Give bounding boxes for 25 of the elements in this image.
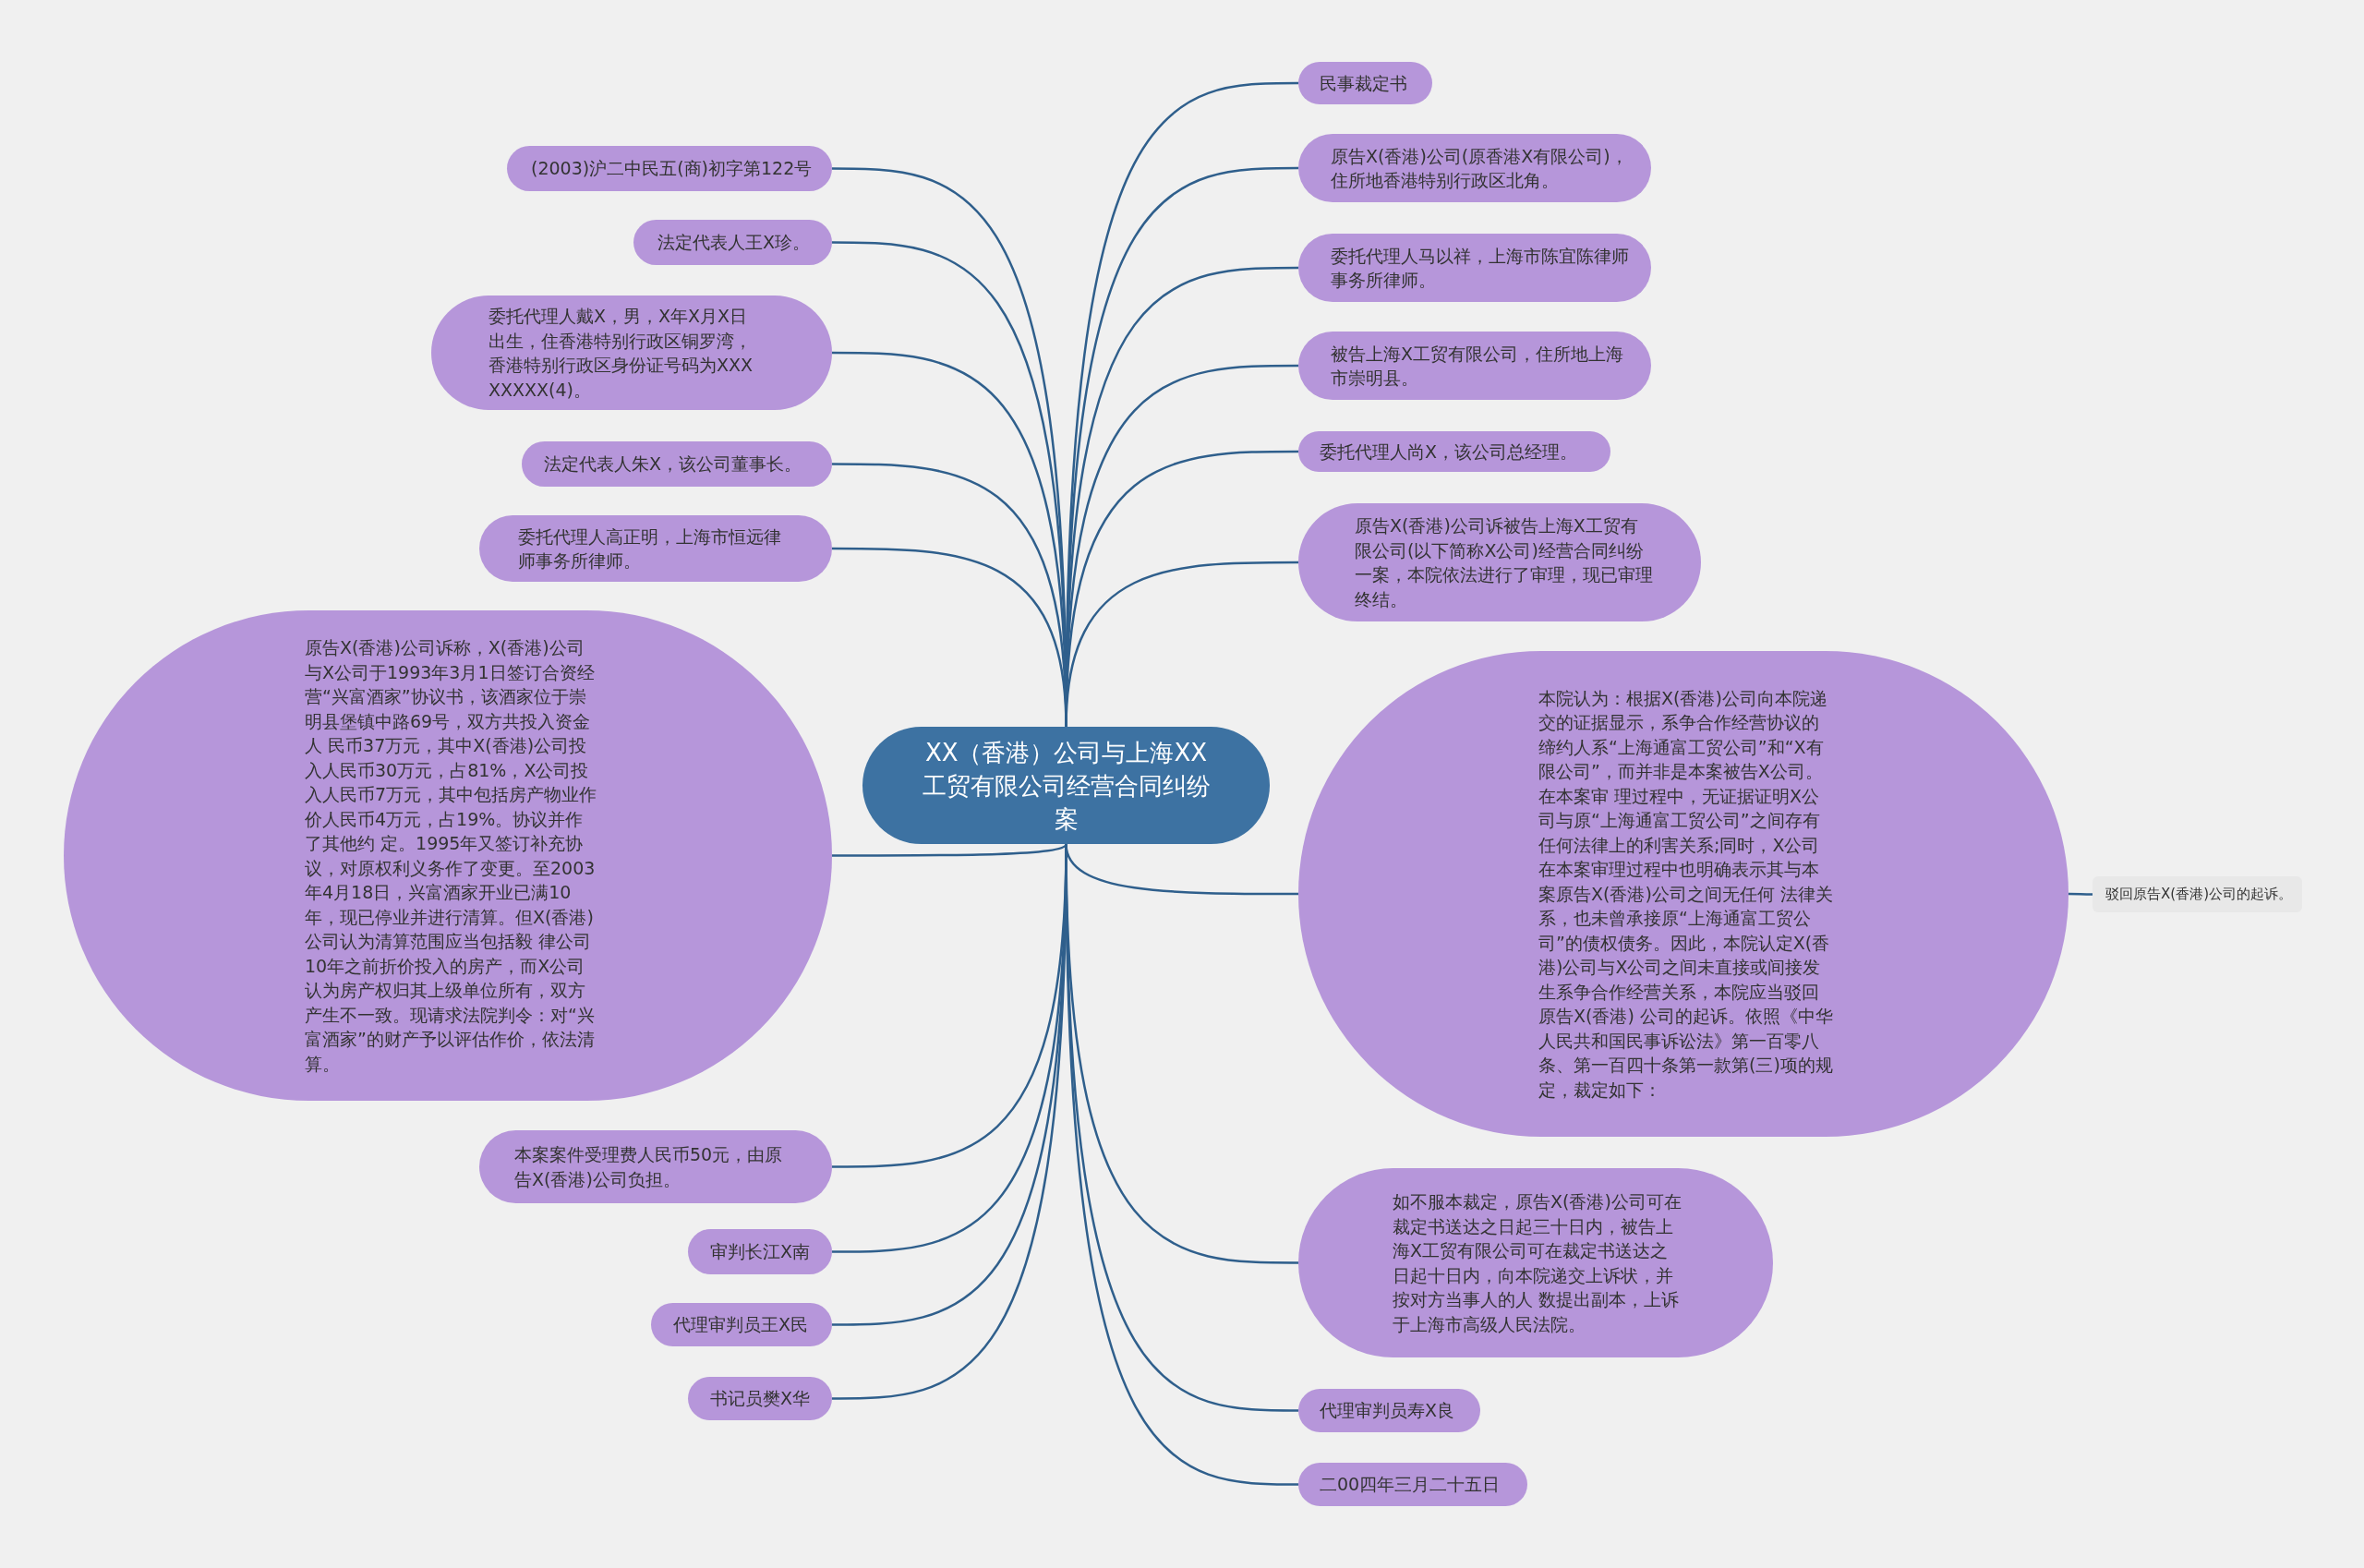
topic-bubble: 二00四年三月二十五日	[1298, 1463, 1527, 1506]
topic-bubble: 本院认为：根据X(香港)公司向本院递交的证据显示，系争合作经营协议的缔约人系“上海通富工贸公司”和“X有限公司”，而并非是本案被告X公司。在本案审 理过程中，无证据证明X公司与原“上海通富工贸公司”之间存有任何法律上的利害关系;同时，X公司在本案审理过程中也明确表示其与本案原告X(香港)公司之间无任何 法律关系，也未曾承接原“上海通富工贸公司”的债权债务。因此，本院认定X(香港)公司与X公司之间未直接或间接发生系争合作经营关系，本院应当驳回原告X(香港) 公司的起诉。依照《中华人民共和国民事诉讼法》第一百零八条、第一百四十条第一款第(三)项的规定，裁定如下：	[1298, 651, 2068, 1137]
topic-bubble: 代理审判员寿X良	[1298, 1389, 1480, 1432]
topic-bubble: 委托代理人马以祥，上海市陈宜陈律师事务所律师。	[1298, 234, 1651, 302]
connector-line	[832, 843, 1067, 857]
topic-bubble: 法定代表人王X珍。	[633, 220, 832, 265]
topic-bubble: 书记员樊X华	[688, 1377, 832, 1420]
topic-bubble: 原告X(香港)公司诉被告上海X工贸有限公司(以下简称X公司)经营合同纠纷一案，本院依法进行了审理，现已审理终结。	[1298, 503, 1701, 621]
topic-bubble: 代理审判员王X民	[651, 1303, 832, 1346]
subtopic-label: 驳回原告X(香港)公司的起诉。	[2093, 876, 2302, 912]
topic-bubble: 被告上海X工贸有限公司，住所地上海市崇明县。	[1298, 332, 1651, 400]
topic-bubble: 委托代理人高正明，上海市恒远律师事务所律师。	[479, 515, 832, 582]
connector-line	[2068, 892, 2093, 896]
topic-bubble: 原告X(香港)公司(原香港X有限公司)，住所地香港特别行政区北角。	[1298, 134, 1651, 202]
topic-bubble: (2003)沪二中民五(商)初字第122号	[507, 146, 832, 191]
topic-bubble: 委托代理人戴X，男，X年X月X日出生，住香港特别行政区铜罗湾，香港特别行政区身份证号码为XXXXXXXX(4)。	[431, 296, 832, 410]
connector-line	[832, 547, 1067, 728]
topic-bubble: 如不服本裁定，原告X(香港)公司可在裁定书送达之日起三十日内，被告上海X工贸有限公司可在裁定书送达之日起十日内，向本院递交上诉状，并按对方当事人的人 数提出副本，上诉于上海市高级人民法院。	[1298, 1168, 1773, 1357]
topic-bubble: 法定代表人朱X，该公司董事长。	[522, 441, 832, 487]
topic-bubble: 民事裁定书	[1298, 62, 1432, 104]
topic-bubble: 原告X(香港)公司诉称，X(香港)公司与X公司于1993年3月1日签订合资经营“兴富酒家”协议书，该酒家位于崇明县堡镇中路69号，双方共投入资金人 民币37万元，其中X(香港)公司投入人民币30万元，占81%，X公司投入人民币7万元，其中包括房产物业作价人民币4万元，占19%。协议并作了其他约 定。1995年又签订补充协议，对原权利义务作了变更。至2003年4月18日，兴富酒家开业已满10年，现已停业并进行清算。但X(香港)公司认为清算范围应当包括毅 律公司10年之前折价投入的房产，而X公司认为房产权归其上级单位所有，双方产生不一致。现请求法院判令：对“兴富酒家”的财产予以评估作价，依法清算。	[64, 610, 832, 1101]
topic-bubble: 审判长江X南	[688, 1229, 832, 1274]
central-topic: XX（香港）公司与上海XX工贸有限公司经营合同纠纷案	[862, 727, 1270, 844]
topic-bubble: 本案案件受理费人民币50元，由原告X(香港)公司负担。	[479, 1130, 832, 1203]
topic-bubble: 委托代理人尚X，该公司总经理。	[1298, 431, 1610, 472]
